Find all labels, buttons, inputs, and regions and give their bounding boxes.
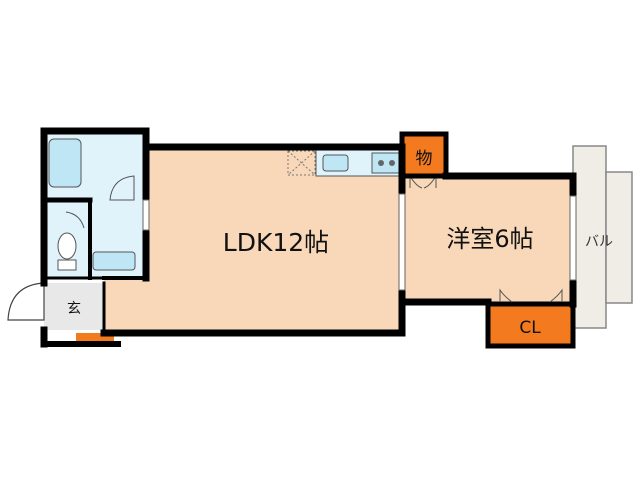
wet-area [44,131,146,278]
ldk-label: LDK12帖 [223,228,329,257]
fridge-space-icon [287,150,316,176]
shoe-box [76,333,114,342]
wash-basin-icon [92,251,136,271]
entrance-label: 玄 [67,300,81,317]
storage-label: 物 [416,149,433,169]
entrance-door-arc [7,282,45,321]
entrance: 玄 [7,282,114,342]
balcony: バル [572,145,633,329]
kitchen-sink-icon [322,154,349,172]
stove-icon [371,152,401,174]
ldk-room: LDK12帖 [104,147,403,331]
bathtub-icon [48,138,82,188]
walls [40,127,577,348]
storage: 物 [399,131,449,179]
windows [142,193,577,291]
western-room-label: 洋室6帖 [446,225,533,253]
balcony-label: バル [585,234,613,250]
toilet-icon [57,232,77,271]
closet-label: CL [519,318,541,338]
western-room: 洋室6帖 [402,175,573,302]
closet: CL [485,288,576,349]
